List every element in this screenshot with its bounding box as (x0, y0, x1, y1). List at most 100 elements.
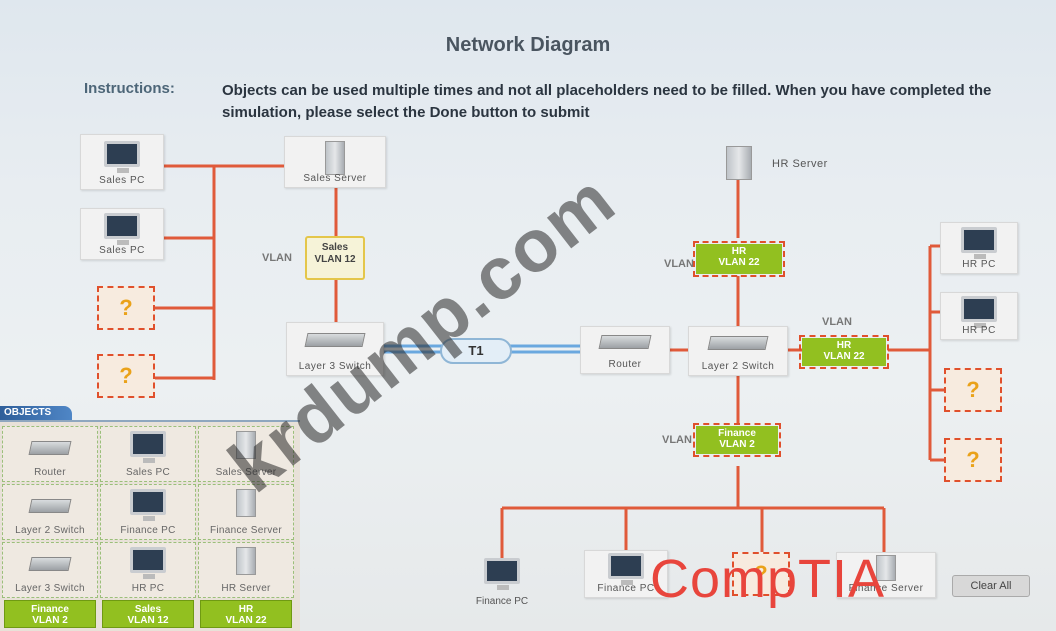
objects-panel: Router Sales PC Sales Server Layer 2 Swi… (0, 420, 300, 631)
vlan-tag-line2: VLAN 22 (718, 257, 760, 268)
hr-vlan-tag-top[interactable]: HR VLAN 22 (693, 241, 785, 277)
placeholder-slot-bottom[interactable]: ? (732, 552, 790, 596)
vlan-tag-line1: Finance (31, 604, 69, 615)
object-finance-vlan[interactable]: Finance VLAN 2 (4, 600, 96, 628)
placeholder-slot-left-1[interactable]: ? (97, 286, 155, 330)
monitor-icon (961, 227, 997, 259)
vlan-tag-line1: Finance (718, 428, 756, 439)
page-title: Network Diagram (445, 34, 611, 56)
instructions-text: Objects can be used multiple times and n… (222, 82, 992, 121)
clear-all-button[interactable]: Clear All (952, 575, 1030, 597)
monitor-icon (961, 296, 997, 328)
vlan-tag-line1: Sales (321, 242, 349, 253)
object-layer3-switch[interactable]: Layer 3 Switch (2, 542, 98, 598)
switch-icon (707, 336, 769, 350)
vlan-word-label: VLAN (262, 252, 292, 264)
object-label: Layer 2 Switch (15, 525, 85, 536)
server-icon (236, 431, 256, 459)
vlan-tag-line2: VLAN 12 (127, 615, 169, 626)
server-icon (726, 146, 752, 180)
object-label: HR Server (221, 583, 271, 594)
monitor-icon (130, 547, 166, 579)
object-hr-server[interactable]: HR Server (198, 542, 294, 598)
sales-pc-node-1[interactable]: Sales PC (80, 134, 164, 190)
vlan-tag-line1: HR (238, 604, 254, 615)
monitor-icon (104, 141, 140, 173)
node-label: Finance PC (475, 596, 529, 607)
object-layer2-switch[interactable]: Layer 2 Switch (2, 484, 98, 540)
object-sales-pc[interactable]: Sales PC (100, 426, 196, 482)
object-hr-pc[interactable]: HR PC (100, 542, 196, 598)
layer2-switch-node[interactable]: Layer 2 Switch (688, 326, 788, 376)
node-label: Finance PC (597, 583, 655, 594)
vlan-word-label: VLAN (662, 434, 692, 446)
server-icon (236, 489, 256, 517)
object-label: Sales PC (125, 467, 171, 478)
instructions-label: Instructions: (84, 80, 175, 97)
monitor-icon (130, 431, 166, 463)
object-sales-server[interactable]: Sales Server (198, 426, 294, 482)
question-mark: ? (966, 377, 980, 402)
objects-panel-header: OBJECTS (0, 406, 72, 420)
object-hr-vlan[interactable]: HR VLAN 22 (200, 600, 292, 628)
vlan-tag-line2: VLAN 22 (823, 351, 865, 362)
hr-pc-node-2[interactable]: HR PC (940, 292, 1018, 340)
hr-server-node[interactable] (722, 146, 756, 182)
sales-server-node[interactable]: Sales Server (284, 136, 386, 188)
vlan-tag-line1: Sales (134, 604, 162, 615)
node-label: HR PC (962, 325, 996, 336)
vlan-tag-line1: HR (836, 340, 852, 351)
object-label: Finance Server (209, 525, 282, 536)
node-label: Finance Server (848, 583, 924, 594)
node-label: Sales PC (99, 175, 145, 186)
question-mark: ? (119, 363, 133, 388)
switch-icon (304, 333, 366, 347)
monitor-icon (608, 553, 644, 585)
object-label: Sales Server (215, 467, 277, 478)
vlan-word-label: VLAN (664, 258, 694, 270)
vlan-tag-line2: VLAN 12 (314, 254, 356, 265)
object-finance-pc[interactable]: Finance PC (100, 484, 196, 540)
finance-pc-node-2[interactable]: Finance PC (584, 550, 668, 598)
placeholder-slot-left-2[interactable]: ? (97, 354, 155, 398)
monitor-icon (130, 489, 166, 521)
router-node[interactable]: Router (580, 326, 670, 374)
question-mark: ? (119, 295, 133, 320)
switch-icon (28, 499, 72, 513)
object-label: HR PC (131, 583, 165, 594)
vlan-tag-line2: VLAN 22 (225, 615, 267, 626)
server-icon (325, 141, 345, 175)
switch-icon (28, 557, 72, 571)
object-label: Router (34, 467, 66, 478)
server-icon (876, 555, 896, 581)
question-mark: ? (754, 561, 768, 586)
layer3-switch-node[interactable]: Layer 3 Switch (286, 322, 384, 376)
server-icon (236, 547, 256, 575)
question-mark: ? (966, 447, 980, 472)
vlan-tag-line1: HR (731, 246, 747, 257)
vlan-tag-line2: VLAN 2 (719, 439, 755, 450)
finance-pc-node-1[interactable]: Finance PC (462, 558, 542, 610)
hr-vlan-tag-right[interactable]: HR VLAN 22 (799, 335, 889, 369)
object-sales-vlan[interactable]: Sales VLAN 12 (102, 600, 194, 628)
placeholder-slot-right-1[interactable]: ? (944, 368, 1002, 412)
node-label: Layer 2 Switch (701, 361, 775, 372)
t1-link-label: T1 (440, 338, 512, 364)
router-icon (28, 441, 72, 455)
object-router[interactable]: Router (2, 426, 98, 482)
object-finance-server[interactable]: Finance Server (198, 484, 294, 540)
hr-pc-node-1[interactable]: HR PC (940, 222, 1018, 274)
sales-pc-node-2[interactable]: Sales PC (80, 208, 164, 260)
node-label: Layer 3 Switch (298, 361, 372, 372)
node-label: Router (608, 359, 642, 370)
object-label: Layer 3 Switch (15, 583, 85, 594)
hr-server-label: HR Server (772, 158, 828, 170)
finance-vlan-tag[interactable]: Finance VLAN 2 (693, 423, 781, 457)
router-icon (598, 335, 652, 349)
sales-vlan-tag[interactable]: Sales VLAN 12 (305, 236, 365, 280)
node-label: Sales Server (303, 173, 367, 184)
node-label: HR PC (962, 259, 996, 270)
placeholder-slot-right-2[interactable]: ? (944, 438, 1002, 482)
node-label: Sales PC (99, 245, 145, 256)
finance-server-node[interactable]: Finance Server (836, 552, 936, 598)
